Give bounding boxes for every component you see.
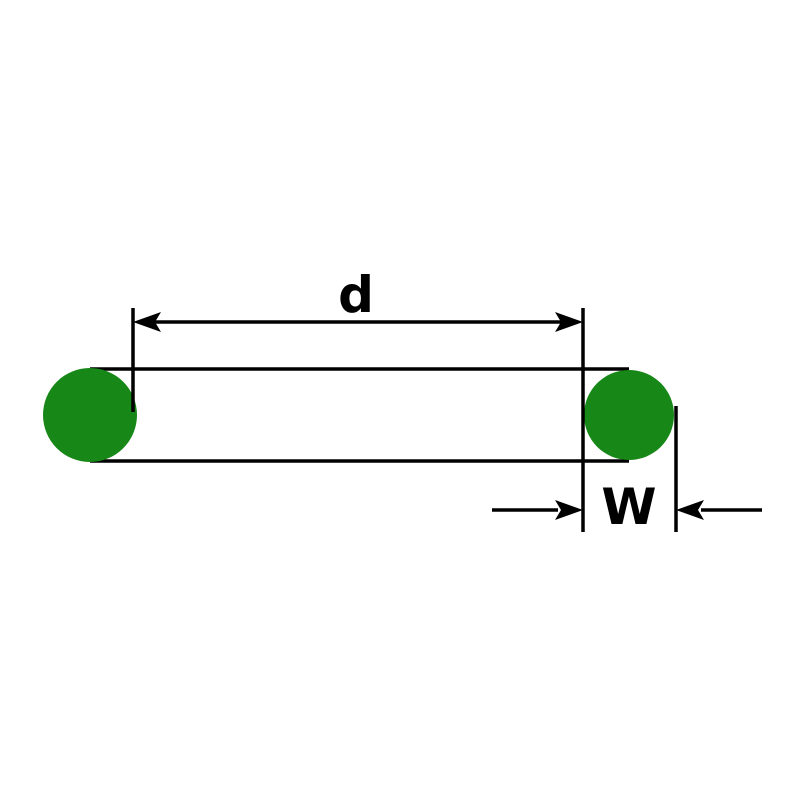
w-arrowhead-right	[676, 500, 704, 520]
cross-section-width-label: W	[601, 478, 656, 536]
d-arrowhead-right	[555, 312, 583, 332]
ring-cross-section-left	[43, 368, 137, 462]
ring-cross-section-right	[584, 370, 674, 460]
inner-diameter-label: d	[338, 266, 374, 324]
d-arrowhead-left	[133, 312, 161, 332]
w-arrowhead-left	[555, 500, 583, 520]
